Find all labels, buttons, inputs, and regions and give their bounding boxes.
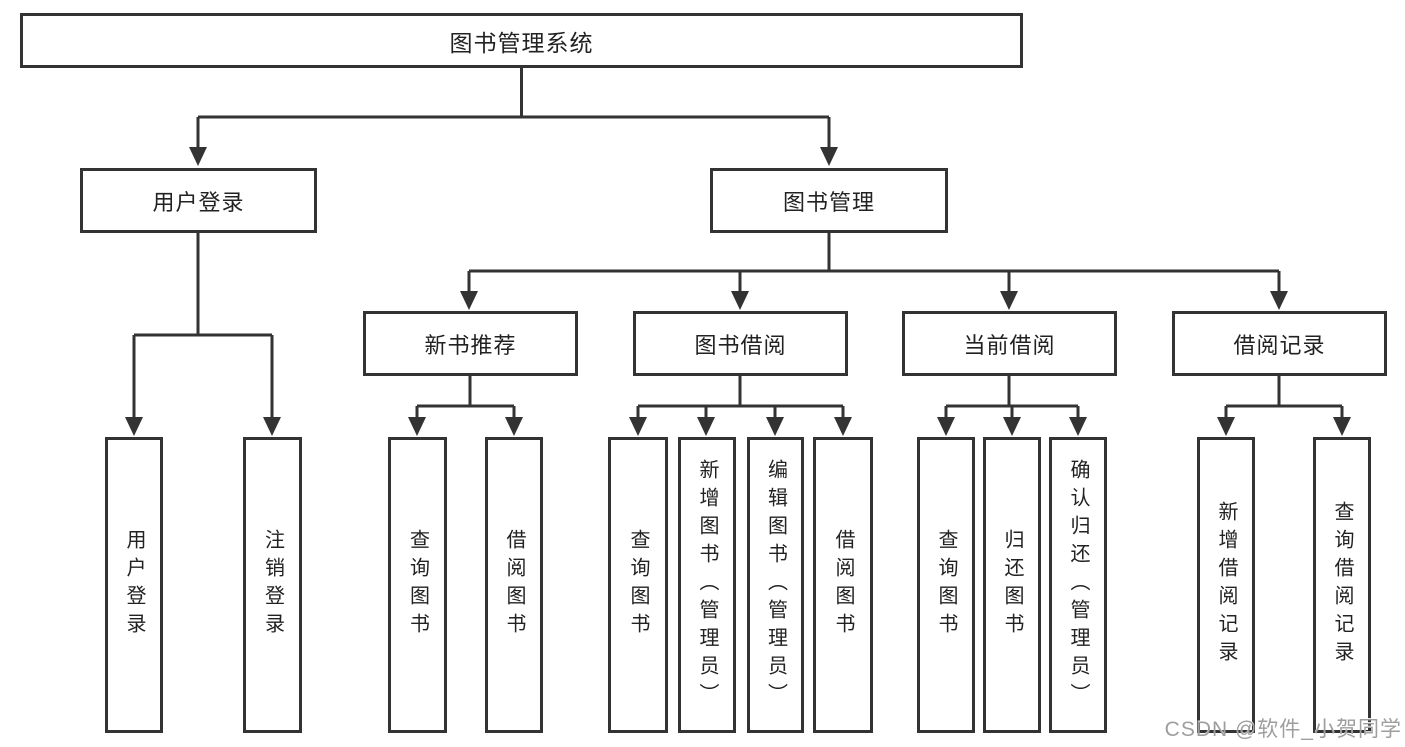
leaf-query-borrow-record-label: 查询借阅记录 [1331,501,1353,669]
leaf-borrow-books-borrowing: 借阅图书 [813,437,873,733]
connector-user-login-to-leaves [125,233,281,436]
connector-book-mgmt-to-level3 [460,233,1288,310]
node-book-borrowing-label: 图书借阅 [694,332,787,358]
leaf-add-book-admin-label: 新增图书（管理员） [696,459,718,711]
leaf-query-books-borrowing: 查询图书 [608,437,668,733]
node-borrow-records-label: 借阅记录 [1233,332,1326,358]
leaf-add-book-admin: 新增图书（管理员） [678,437,736,733]
leaf-borrow-books-borrowing-label: 借阅图书 [832,529,854,641]
node-new-book-recommend: 新书推荐 [363,311,578,376]
leaf-logout-label: 注销登录 [261,529,284,641]
leaf-query-books-current: 查询图书 [917,437,975,733]
node-root-label: 图书管理系统 [449,29,594,56]
leaf-edit-book-admin-label: 编辑图书（管理员） [764,459,787,711]
node-new-book-recommend-label: 新书推荐 [424,332,517,358]
node-current-borrowing-label: 当前借阅 [963,332,1056,358]
node-root-system: 图书管理系统 [20,13,1023,68]
leaf-query-books-recommend: 查询图书 [388,437,447,733]
leaf-user-login: 用户登录 [105,437,163,733]
node-current-borrowing: 当前借阅 [902,311,1117,376]
connector-current-to-leaves [937,376,1087,436]
node-book-borrowing: 图书借阅 [633,311,848,376]
connector-root-to-level2 [189,68,838,166]
leaf-user-login-label: 用户登录 [123,529,145,641]
leaf-logout: 注销登录 [243,437,302,733]
node-book-management: 图书管理 [710,168,948,233]
node-borrow-records: 借阅记录 [1172,311,1387,376]
leaf-confirm-return-admin: 确认归还（管理员） [1049,437,1107,733]
leaf-borrow-books-recommend-label: 借阅图书 [503,529,525,641]
leaf-add-borrow-record-label: 新增借阅记录 [1215,501,1237,669]
node-book-management-label: 图书管理 [782,189,875,215]
leaf-query-books-current-label: 查询图书 [935,529,957,641]
leaf-borrow-books-recommend: 借阅图书 [485,437,543,733]
leaf-query-books-borrowing-label: 查询图书 [627,529,649,641]
connector-borrowing-to-leaves [629,376,852,436]
leaf-return-book-label: 归还图书 [1001,529,1023,641]
connector-new-books-to-leaves [408,376,523,436]
leaf-return-book: 归还图书 [983,437,1041,733]
leaf-query-borrow-record: 查询借阅记录 [1313,437,1371,733]
node-user-login-label: 用户登录 [152,189,245,215]
connector-records-to-leaves [1217,376,1351,436]
leaf-edit-book-admin: 编辑图书（管理员） [747,437,804,733]
csdn-watermark: CSDN @软件_小贺同学 [1164,718,1402,741]
node-user-login: 用户登录 [80,168,317,233]
leaf-query-books-recommend-label: 查询图书 [406,529,429,641]
leaf-confirm-return-admin-label: 确认归还（管理员） [1067,459,1089,711]
leaf-add-borrow-record: 新增借阅记录 [1197,437,1255,733]
